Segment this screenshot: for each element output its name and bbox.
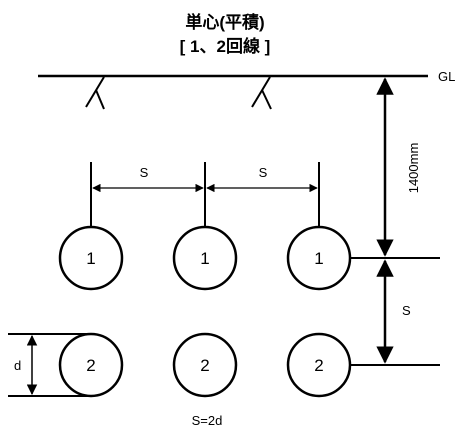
title-line1: 単心(平積) — [185, 12, 264, 32]
cable-1-left — [58, 225, 124, 291]
cable-row-2: 2 2 2 — [58, 332, 352, 398]
cable-1-center — [172, 225, 238, 291]
cable-1-left-label: 1 — [86, 249, 95, 268]
cable-1-center-label: 1 — [200, 249, 209, 268]
cable-2-right — [286, 332, 352, 398]
cable-2-right-label: 2 — [314, 356, 323, 375]
cable-row-1: 1 1 1 — [58, 225, 352, 291]
ground-label: GL — [438, 69, 455, 84]
cable-2-center-label: 2 — [200, 356, 209, 375]
cable-1-right — [286, 225, 352, 291]
spacing-label-1: S — [140, 165, 149, 180]
diameter-label: d — [14, 358, 21, 373]
title-line2: [ 1、2回線 ] — [180, 36, 271, 56]
depth-label: 1400mm — [406, 143, 421, 194]
row-spacing-label: S — [402, 303, 411, 318]
cable-2-center — [172, 332, 238, 398]
spacing-label-2: S — [259, 165, 268, 180]
cable-2-left-label: 2 — [86, 356, 95, 375]
spacing-formula: S=2d — [192, 413, 223, 428]
ground-hatch-left — [85, 76, 105, 110]
ground-hatch-right — [251, 76, 272, 110]
cable-1-right-label: 1 — [314, 249, 323, 268]
